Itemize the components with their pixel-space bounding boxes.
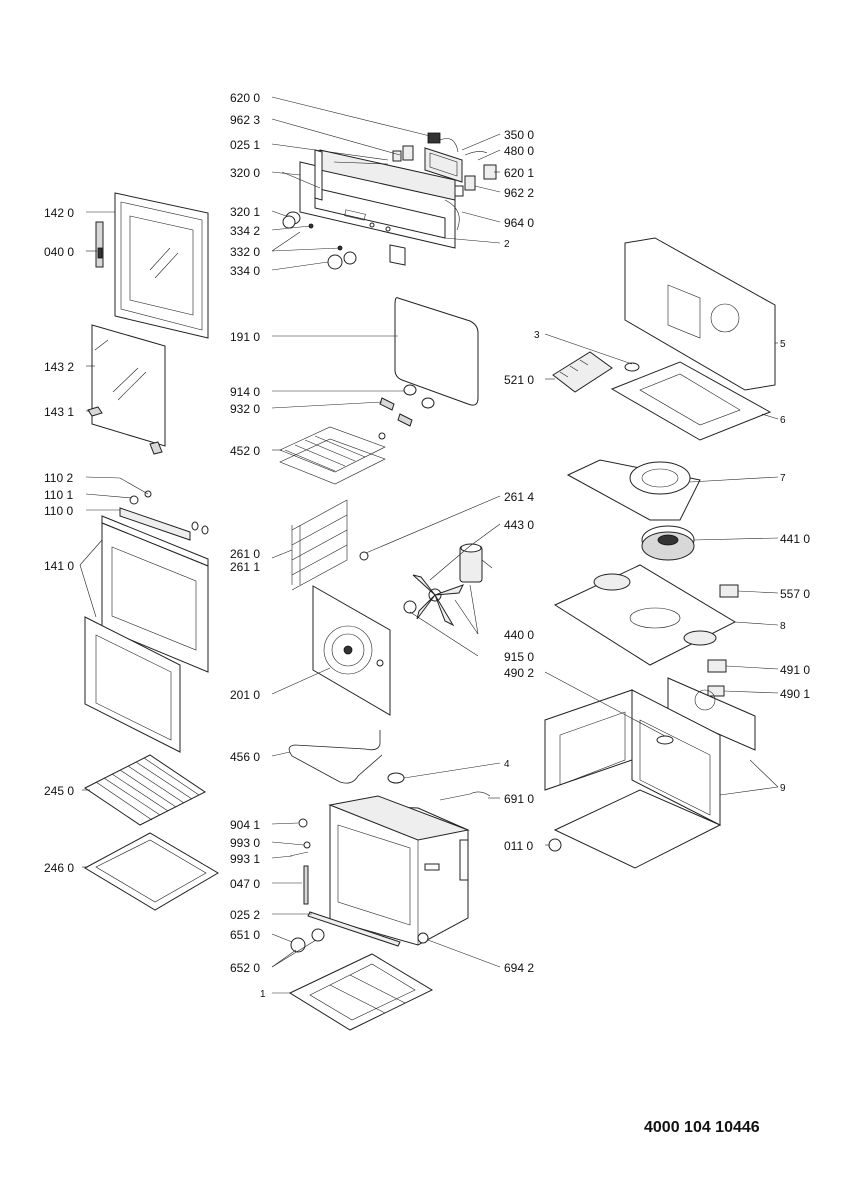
label-6520: 652 0 <box>230 961 260 975</box>
label-1431: 143 1 <box>44 405 74 419</box>
label-4560: 456 0 <box>230 750 260 764</box>
label-3320: 332 0 <box>230 245 260 259</box>
part-lamp-parts <box>379 384 435 427</box>
part-heating-element <box>288 730 383 784</box>
part-door-assembly <box>84 515 209 753</box>
label-1102: 110 2 <box>44 471 73 485</box>
label-1101: 110 1 <box>44 488 73 502</box>
label-6: 6 <box>780 415 786 426</box>
part-fan-motor <box>459 543 493 583</box>
label-5210: 521 0 <box>504 373 534 387</box>
part-display-module <box>392 132 497 197</box>
label-1910: 191 0 <box>230 330 260 344</box>
part-cooling-plate <box>610 361 772 441</box>
label-1: 1 <box>260 989 266 1000</box>
label-2611: 261 1 <box>230 560 260 574</box>
label-0400: 040 0 <box>44 245 74 259</box>
label-5570: 557 0 <box>780 587 810 601</box>
part-hinge <box>95 221 104 268</box>
part-oven-cavity <box>328 795 470 946</box>
part-outer-casing <box>544 689 722 869</box>
label-2610: 261 0 <box>230 547 260 561</box>
label-9622: 962 2 <box>504 186 534 200</box>
label-3500: 350 0 <box>504 128 534 142</box>
label-9930: 993 0 <box>230 836 260 850</box>
part-cooling-fan <box>641 525 695 561</box>
part-switch <box>719 584 739 598</box>
label-6200: 620 0 <box>230 91 260 105</box>
label-2010: 201 0 <box>230 688 260 702</box>
part-outer-door-frame <box>114 192 209 339</box>
label-4800: 480 0 <box>504 144 534 158</box>
label-9: 9 <box>780 783 786 794</box>
part-middle-plate <box>553 564 737 666</box>
part-baking-tray <box>83 832 219 911</box>
part-connectors <box>667 659 756 751</box>
label-4430: 443 0 <box>504 518 534 532</box>
part-door-gasket <box>394 297 479 406</box>
label-6201: 620 1 <box>504 166 534 180</box>
part-glass-clips <box>87 406 163 455</box>
label-2614: 261 4 <box>504 490 534 504</box>
label-3200: 320 0 <box>230 166 260 180</box>
label-0252: 025 2 <box>230 908 260 922</box>
label-3: 3 <box>534 330 540 341</box>
label-0110: 011 0 <box>504 839 533 853</box>
part-control-panel <box>299 149 456 266</box>
part-labels: 620 0 962 3 025 1 320 0 320 1 334 2 332 … <box>44 91 810 1000</box>
label-2460: 246 0 <box>44 861 74 875</box>
part-back-panel <box>312 585 391 716</box>
part-door-handle <box>119 490 209 541</box>
part-side-rails <box>279 426 386 485</box>
label-2: 2 <box>504 239 510 250</box>
label-4910: 491 0 <box>780 663 810 677</box>
label-1410: 141 0 <box>44 559 74 573</box>
part-bottom-plate <box>288 953 434 1031</box>
part-knobs <box>282 211 357 270</box>
label-0251: 025 1 <box>230 138 260 152</box>
label-6910: 691 0 <box>504 792 534 806</box>
label-6510: 651 0 <box>230 928 260 942</box>
label-3201: 320 1 <box>230 205 260 219</box>
part-fan-housing <box>566 459 701 521</box>
part-wire-shelf <box>84 754 206 826</box>
label-0470: 047 0 <box>230 877 260 891</box>
leader-lines <box>79 96 779 994</box>
label-1420: 142 0 <box>44 206 74 220</box>
label-9140: 914 0 <box>230 385 260 399</box>
label-8: 8 <box>780 621 786 632</box>
label-9320: 932 0 <box>230 402 260 416</box>
label-4: 4 <box>504 759 510 770</box>
label-6942: 694 2 <box>504 961 534 975</box>
document-code: 4000 104 10446 <box>644 1119 760 1136</box>
label-7: 7 <box>780 473 786 484</box>
part-inner-glass <box>91 324 166 447</box>
part-shelf-supports <box>291 499 369 591</box>
label-4901: 490 1 <box>780 687 810 701</box>
label-1100: 110 0 <box>44 504 73 518</box>
label-2450: 245 0 <box>44 784 74 798</box>
label-9931: 993 1 <box>230 852 260 866</box>
label-4902: 490 2 <box>504 666 534 680</box>
part-control-board <box>552 351 640 393</box>
part-thermostat <box>387 772 491 801</box>
label-4520: 452 0 <box>230 444 260 458</box>
label-3342: 334 2 <box>230 224 260 238</box>
label-4400: 440 0 <box>504 628 534 642</box>
label-9150: 915 0 <box>504 650 534 664</box>
part-small-fixings <box>289 818 429 953</box>
label-3340: 334 0 <box>230 264 260 278</box>
label-4410: 441 0 <box>780 532 810 546</box>
label-5: 5 <box>780 339 786 350</box>
label-9623: 962 3 <box>230 113 260 127</box>
label-9640: 964 0 <box>504 216 534 230</box>
label-1432: 143 2 <box>44 360 74 374</box>
part-cable-strip <box>444 199 460 231</box>
part-fan-blade <box>403 574 465 627</box>
label-9041: 904 1 <box>230 818 260 832</box>
part-top-cover <box>624 237 776 391</box>
